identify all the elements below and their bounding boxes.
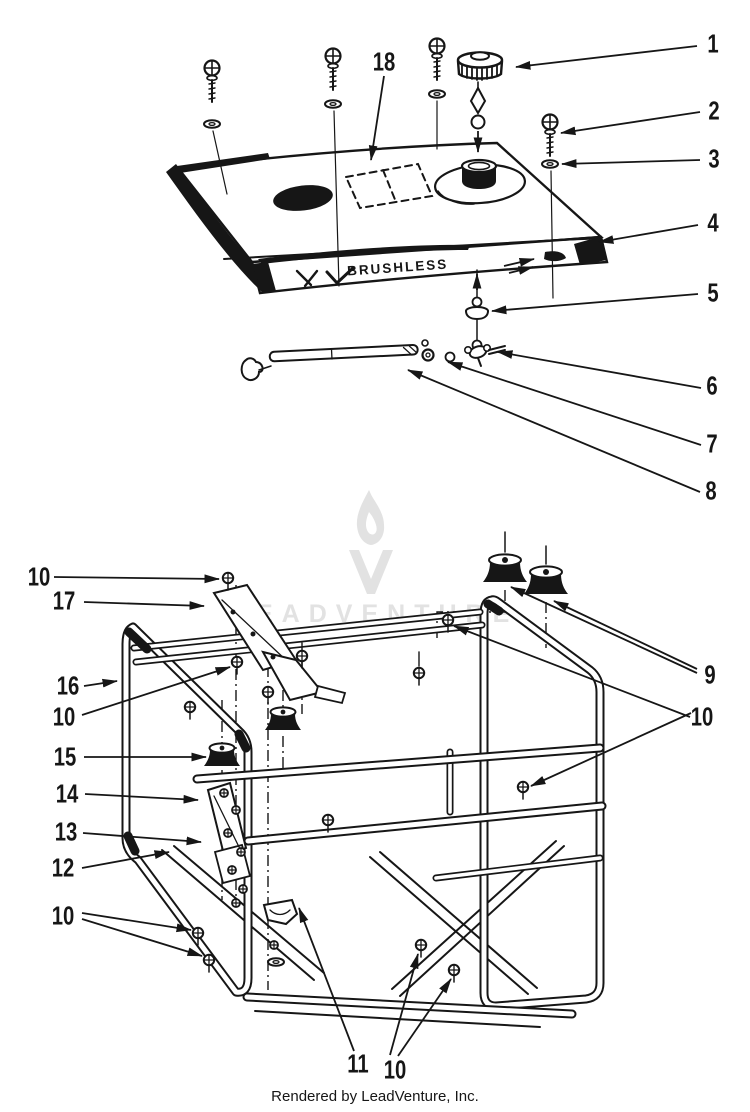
right-handle-loop — [479, 595, 605, 1011]
callout-10: 10 — [52, 701, 76, 732]
callout-10: 10 — [383, 1054, 407, 1085]
leadventure-watermark-logo: LEADVENTURE — [232, 490, 509, 628]
callout-leader-lines — [53, 45, 702, 1057]
callout-9: 9 — [704, 659, 716, 690]
callout-13: 13 — [54, 816, 78, 847]
callout-8: 8 — [705, 475, 717, 506]
frame-rails — [130, 608, 607, 1028]
callout-10: 10 — [27, 561, 51, 592]
callout-11: 11 — [347, 1048, 369, 1079]
fuel-pickup-assembly — [240, 269, 506, 382]
fuel-cap-assembly — [456, 51, 504, 153]
label-plate-dashed-outline — [344, 162, 434, 210]
filler-neck — [462, 167, 496, 189]
tube-clamp — [421, 339, 435, 362]
callout-2: 2 — [708, 95, 720, 126]
callout-3: 3 — [708, 143, 720, 174]
callout-5: 5 — [707, 277, 719, 308]
callout-12: 12 — [51, 852, 75, 883]
fuel-tube — [268, 343, 419, 363]
retainer-clip — [240, 357, 272, 382]
rubber-mounts — [203, 531, 569, 767]
callout-14: 14 — [55, 778, 79, 809]
cover-mounting-bolts — [203, 37, 559, 299]
handle-hole — [273, 185, 333, 211]
callout-16: 16 — [56, 670, 80, 701]
support-bracket-17 — [212, 583, 347, 705]
grommet-ball — [471, 296, 483, 308]
footer-credit: Rendered by LeadVenture, Inc. — [271, 1088, 479, 1105]
callout-15: 15 — [53, 741, 77, 772]
callout-10: 10 — [51, 900, 75, 931]
frame-bolts — [183, 571, 530, 983]
callout-10: 10 — [690, 701, 714, 732]
callout-4: 4 — [707, 207, 719, 238]
petcock-fitting — [463, 343, 506, 367]
fuel-tank-cover: BRUSHLESS — [166, 141, 609, 295]
mount-bracket-cluster — [206, 781, 252, 908]
frame-assembly — [121, 531, 607, 1028]
callout-7: 7 — [706, 428, 718, 459]
callout-6: 6 — [706, 370, 718, 401]
brushless-label: BRUSHLESS — [347, 256, 449, 278]
callout-18: 18 — [372, 46, 396, 77]
callout-17: 17 — [52, 585, 76, 616]
clip-bracket-11 — [262, 898, 299, 967]
callout-1: 1 — [707, 28, 719, 59]
